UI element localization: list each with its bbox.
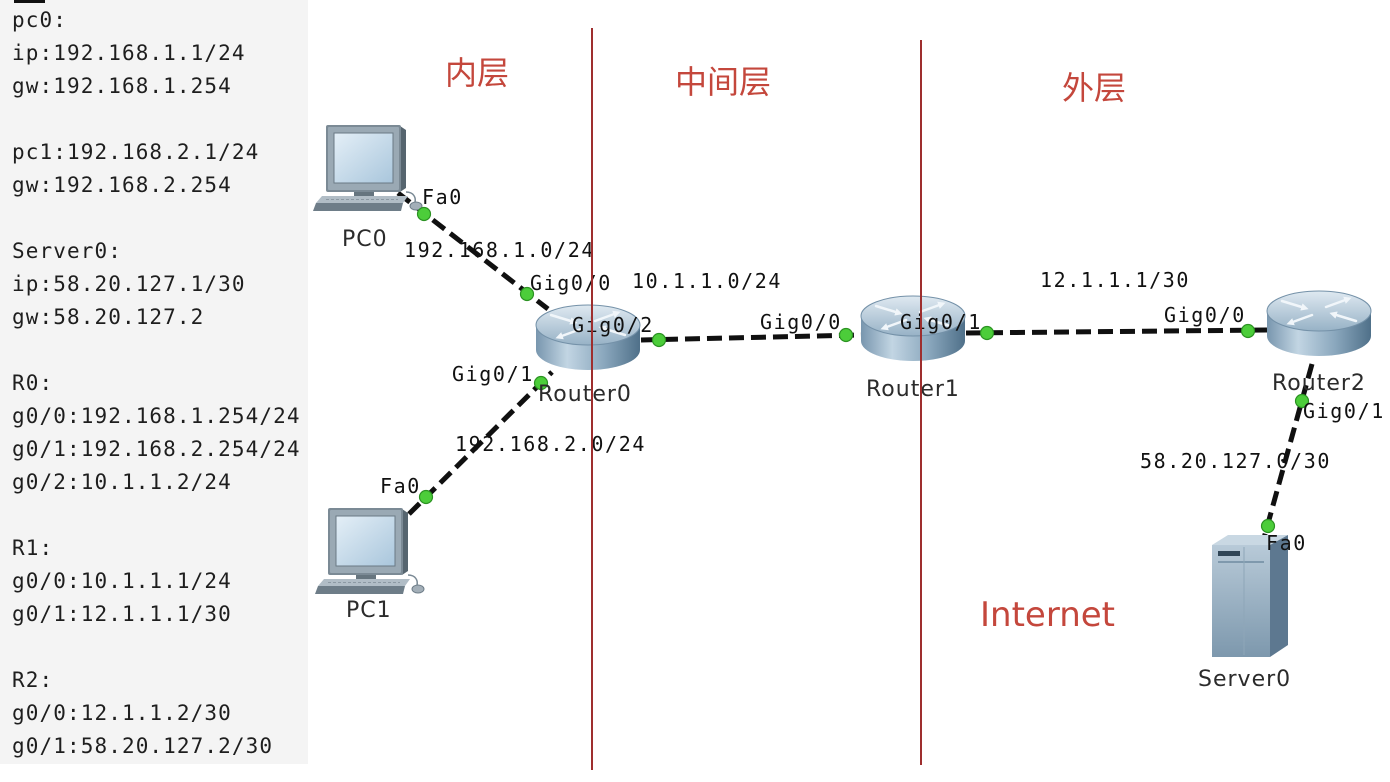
note-line: R1: <box>12 536 54 560</box>
device-label-pc0: PC0 <box>342 227 388 252</box>
port-dot-pc1-fa0 <box>418 489 434 505</box>
zone-divider-middle-outer <box>920 40 922 765</box>
port-dot-pc0-fa0 <box>416 206 432 222</box>
note-line: gw:192.168.2.254 <box>12 173 232 197</box>
notes-r0: R0: g0/0:192.168.1.254/24 g0/1:192.168.2… <box>12 367 308 499</box>
network-label-pc0-router0: 192.168.1.0/24 <box>404 238 595 262</box>
port-label-router0-gig0-0: Gig0/0 <box>530 271 612 295</box>
link-pc1-router0 <box>407 370 554 516</box>
note-line: g0/0:12.1.1.2/30 <box>12 701 232 725</box>
zone-label-internet: Internet <box>980 595 1116 635</box>
port-label-router2-gig0-0: Gig0/0 <box>1164 303 1246 327</box>
port-label-router1-gig0-0: Gig0/0 <box>760 310 842 334</box>
notes-server0: Server0: ip:58.20.127.1/30 gw:58.20.127.… <box>12 235 308 334</box>
note-line: gw:58.20.127.2 <box>12 305 205 329</box>
note-line: R2: <box>12 668 54 692</box>
port-dot-router0-gig0-0 <box>519 286 535 302</box>
device-label-router2: Router2 <box>1272 371 1366 396</box>
notes-pc0: pc0: ip:192.168.1.1/24 gw:192.168.1.254 <box>12 4 308 103</box>
network-label-router1-router2: 12.1.1.1/30 <box>1040 268 1191 292</box>
note-line: g0/1:58.20.127.2/30 <box>12 734 274 758</box>
port-label-router0-gig0-1: Gig0/1 <box>452 362 534 386</box>
note-line: ip:192.168.1.1/24 <box>12 41 246 65</box>
note-line: gw:192.168.1.254 <box>12 74 232 98</box>
port-dot-server0-fa0 <box>1260 518 1276 534</box>
device-label-router0: Router0 <box>538 382 632 407</box>
link-router0-router1 <box>640 332 863 343</box>
network-label-router0-router1: 10.1.1.0/24 <box>632 269 783 293</box>
pc-icon[interactable] <box>314 507 425 595</box>
port-label-router2-gig0-1: Gig0/1 <box>1303 399 1385 423</box>
link-router2-server0 <box>1261 363 1315 539</box>
note-line: Server0: <box>12 239 122 263</box>
port-dot-router2-gig0-0 <box>1240 323 1256 339</box>
port-dot-router0-gig0-2 <box>651 332 667 348</box>
device-label-router1: Router1 <box>866 377 960 402</box>
port-dot-router2-gig0-1 <box>1294 393 1310 409</box>
zone-divider-inner-middle <box>591 28 593 770</box>
port-dot-router0-gig0-1 <box>533 375 549 391</box>
port-label-pc1-fa0: Fa0 <box>380 474 421 498</box>
note-line: g0/1:12.1.1.1/30 <box>12 602 232 626</box>
note-line: ip:58.20.127.1/30 <box>12 272 246 296</box>
address-notes-panel: pc0: ip:192.168.1.1/24 gw:192.168.1.254 … <box>0 0 308 764</box>
port-label-pc0-fa0: Fa0 <box>422 185 463 209</box>
note-line: g0/0:192.168.1.254/24 <box>12 404 301 428</box>
zone-label-inner: 内层 <box>445 54 510 92</box>
port-label-router1-gig0-1: Gig0/1 <box>900 310 982 334</box>
device-label-pc1: PC1 <box>346 598 392 623</box>
port-label-router0-gig0-2: Gig0/2 <box>572 313 654 337</box>
note-line: pc0: <box>12 8 67 32</box>
port-dot-router1-gig0-0 <box>838 327 854 343</box>
top-edge-mark <box>14 0 45 3</box>
note-line: g0/1:192.168.2.254/24 <box>12 437 301 461</box>
zone-label-middle: 中间层 <box>675 63 772 101</box>
note-line: g0/2:10.1.1.2/24 <box>12 470 232 494</box>
device-pc1[interactable] <box>314 507 425 595</box>
note-line: pc1:192.168.2.1/24 <box>12 140 260 164</box>
pc-icon[interactable] <box>312 124 423 212</box>
port-dot-router1-gig0-1 <box>979 325 995 341</box>
network-label-pc1-router0: 192.168.2.0/24 <box>455 432 646 456</box>
notes-pc1: pc1:192.168.2.1/24 gw:192.168.2.254 <box>12 136 308 202</box>
port-label-server0-fa0: Fa0 <box>1266 531 1307 555</box>
note-line: R0: <box>12 371 54 395</box>
device-pc0[interactable] <box>312 124 423 212</box>
router-icon[interactable] <box>1267 291 1371 356</box>
link-router1-router2 <box>965 327 1268 336</box>
zone-label-outer: 外层 <box>1062 69 1127 107</box>
note-line: g0/0:10.1.1.1/24 <box>12 569 232 593</box>
notes-r2: R2: g0/0:12.1.1.2/30 g0/1:58.20.127.2/30 <box>12 664 308 763</box>
network-label-router2-server0: 58.20.127.0/30 <box>1140 449 1331 473</box>
device-router2[interactable] <box>1267 291 1371 356</box>
notes-r1: R1: g0/0:10.1.1.1/24 g0/1:12.1.1.1/30 <box>12 532 308 631</box>
device-label-server0: Server0 <box>1198 667 1292 692</box>
